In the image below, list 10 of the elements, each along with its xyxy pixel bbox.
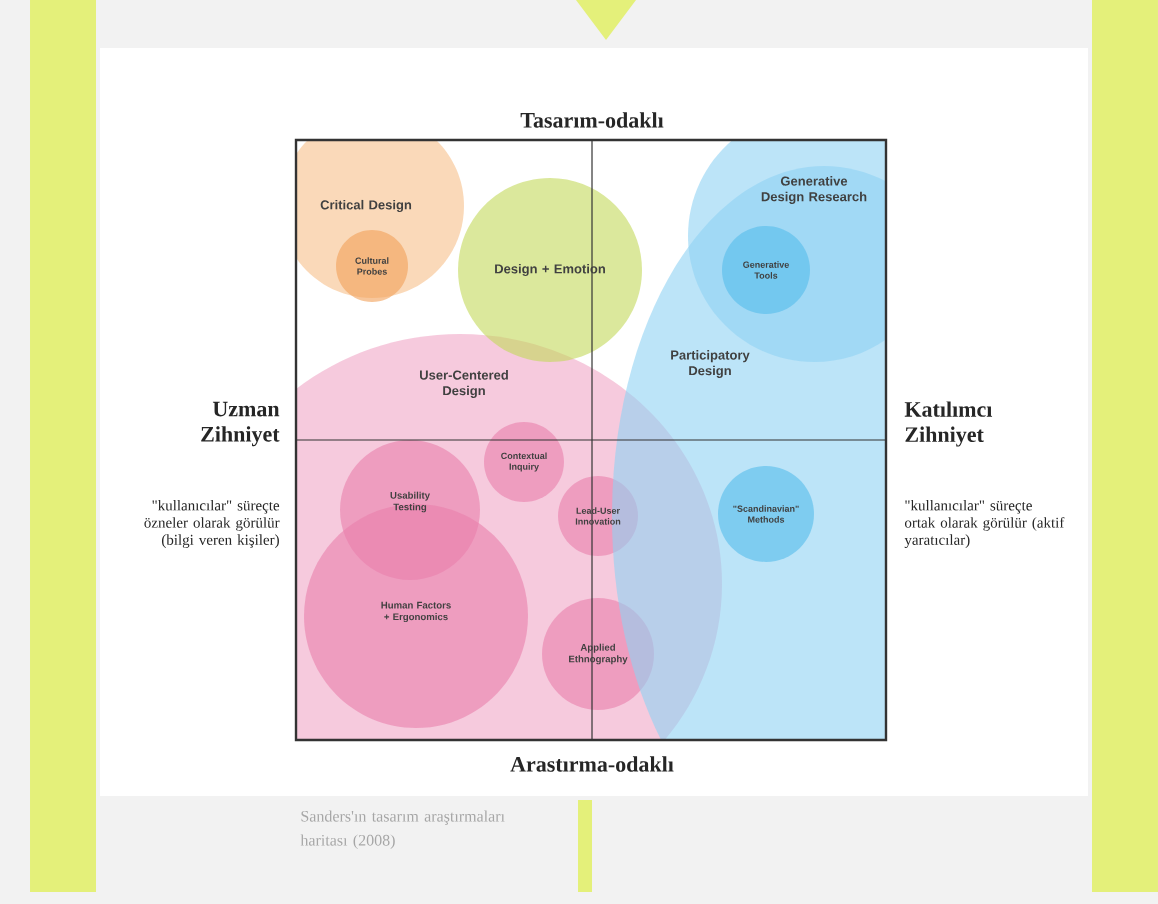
caption: Sanders'ın tasarım araştırmaları haritası (2008) (300, 810, 505, 849)
circle-area (336, 230, 408, 302)
axis-label: Tasarım-odaklı (520, 112, 664, 128)
circle-area (484, 422, 564, 502)
side-heading: Uzman Zihniyet (201, 401, 280, 447)
circle-area (458, 178, 642, 362)
circle-area (722, 226, 810, 314)
side-heading: Katılımcı Zihniyet (904, 401, 993, 447)
axis-label: Arastırma-odaklı (510, 756, 674, 772)
circle-area (718, 466, 814, 562)
